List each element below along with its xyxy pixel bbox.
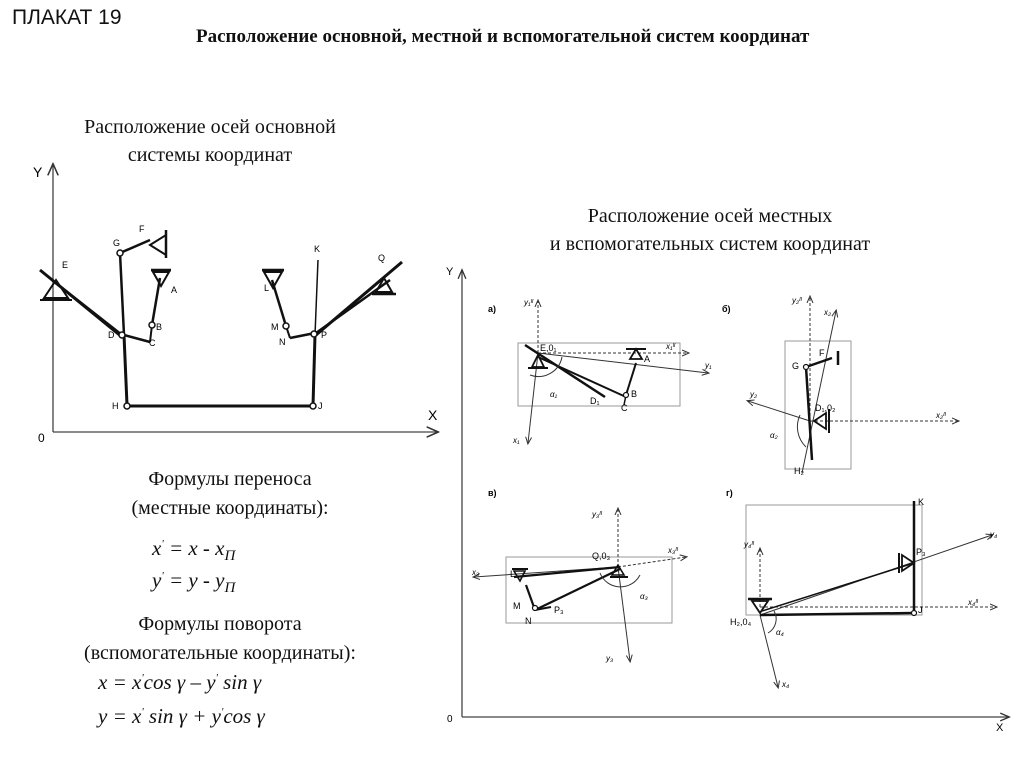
local-heading-line1: Расположение осей местных <box>587 205 833 227</box>
panel-v-m-label: M <box>513 601 521 611</box>
transfer-heading-line2: (местные координаты): <box>131 497 329 519</box>
local-axis-y-label: Y <box>446 266 454 278</box>
point-label-b: B <box>156 322 162 332</box>
panel-g-x4-label: x₄ <box>781 680 789 689</box>
panel-v-x3s-label: x₃ᴵᴵ <box>667 546 678 555</box>
panel-a-alpha-label: α₁ <box>550 390 558 399</box>
panel-v-n-label: N <box>525 616 532 626</box>
point-label-c: C <box>149 338 156 348</box>
panel-g-p3-label: P₃ <box>916 547 926 557</box>
transfer-formula-y: y' = y - yП <box>152 568 236 597</box>
right-mechanism <box>262 259 403 340</box>
panel-g-x4s-label: x₄ᴵᴵ <box>967 598 978 607</box>
panel-a-d1-label: D₁ <box>590 396 600 406</box>
point-label-j: J <box>318 401 323 411</box>
transfer-heading-line1: Формулы переноса <box>148 468 312 490</box>
panel-v-l-label: L <box>510 569 515 579</box>
point-label-g: G <box>113 238 120 248</box>
main-heading-line1: Расположение осей основной <box>84 116 336 138</box>
panel-v-p3-label: P₃ <box>554 605 564 615</box>
point-label-k: K <box>314 244 320 254</box>
panel-b-f-label: F <box>819 348 825 358</box>
panel-b: б) y₂ᴵᴵ x₂ᴵᴵ x₂ y₂ G F D₁,0₂ H₂ α₂ <box>722 296 958 476</box>
panel-a-tag: а) <box>488 304 496 314</box>
panel-g-y4-label: y₄ <box>989 530 997 539</box>
panel-v-y3-label: y₃ <box>605 654 613 663</box>
panel-v-y3s-label: y₃ᴵᴵ <box>591 510 602 519</box>
point-label-n: N <box>279 337 286 347</box>
panel-g-ho-label: H₂,0₄ <box>730 617 751 627</box>
panel-g-tag: г) <box>726 488 733 498</box>
rotation-heading-line2: (вспомогательные координаты): <box>84 642 356 664</box>
point-label-a: A <box>171 285 177 295</box>
main-axis-x-label: X <box>428 407 438 423</box>
panel-a-x1-label: x₁ <box>512 436 520 445</box>
panel-b-y2-label: y₂ <box>749 390 757 399</box>
panel-a-a-label: A <box>644 354 650 364</box>
panel-a-b-label: B <box>631 389 637 399</box>
panel-a-y1s-label: y₁ᴵᴵ <box>523 298 534 307</box>
panel-v-qo-label: Q,0₃ <box>592 551 611 561</box>
transfer-formula-x: x' = x - xП <box>152 536 236 565</box>
panel-g-j-label: J <box>918 605 923 615</box>
panel-v-x3-label: x₃ <box>471 568 479 577</box>
panel-a-c-label: C <box>621 403 628 413</box>
rotation-formulas-heading: Формулы поворота (вспомогательные коорди… <box>20 610 420 668</box>
panel-g-alpha-label: α₄ <box>776 628 784 637</box>
point-label-h: H <box>112 401 119 411</box>
panel-g: г) y₄ᴵᴵ x₄ᴵᴵ x₄ y₄ K P₃ J H₂,0₄ α₄ <box>726 488 997 689</box>
local-axis-x-label: X <box>996 722 1004 734</box>
panel-g-y4s-label: y₄ᴵᴵ <box>743 540 754 549</box>
local-systems-diagram: Y X 0 а) y₁ᴵᴵ x₁ᴵᴵ y₁ x₁ E,0₁ A B C D₁ α… <box>446 266 1024 734</box>
panel-v-tag: в) <box>488 488 497 498</box>
local-heading-line2: и вспомогательных систем координат <box>549 233 871 255</box>
rotation-formula-y: y = x' sin γ + y'cos γ <box>98 704 265 728</box>
page-title: Расположение основной, местной и вспомог… <box>196 26 810 47</box>
panel-b-g-label: G <box>792 361 799 371</box>
rotation-formula-x: x = x'cos γ – y' sin γ <box>98 670 262 694</box>
point-label-l: L <box>264 283 269 293</box>
panel-b-h2-label: H₂ <box>794 466 804 476</box>
transfer-formulas-heading: Формулы переноса (местные координаты): <box>60 465 400 523</box>
panel-a-x1s-label: x₁ᴵᴵ <box>665 342 676 351</box>
panel-b-alpha-label: α₂ <box>770 431 778 440</box>
point-label-p: P <box>321 330 327 340</box>
local-systems-heading: Расположение осей местных и вспомогатель… <box>480 202 940 258</box>
panel-v-alpha-label: α₃ <box>640 592 648 601</box>
main-system-diagram: Y X 0 <box>33 0 460 445</box>
point-label-e: E <box>62 260 68 270</box>
point-label-f: F <box>139 224 145 234</box>
rotation-heading-line1: Формулы поворота <box>138 613 302 635</box>
poster-label: ПЛАКАТ 19 <box>12 6 122 29</box>
panel-a: а) y₁ᴵᴵ x₁ᴵᴵ y₁ x₁ E,0₁ A B C D₁ α₁ <box>488 298 712 445</box>
panel-b-y2s-label: y₂ᴵᴵ <box>791 296 802 305</box>
panel-b-tag: б) <box>722 304 731 314</box>
panel-a-eo-label: E,0₁ <box>540 343 557 353</box>
main-heading-line2: системы координат <box>127 144 293 166</box>
main-system-heading: Расположение осей основной системы коорд… <box>30 113 390 169</box>
point-label-m: M <box>271 322 279 332</box>
point-label-d: D <box>108 330 115 340</box>
panel-a-y1-label: y₁ <box>704 361 712 370</box>
panel-b-x2-label: x₂ <box>823 308 831 317</box>
panel-b-do-label: D₁,0₂ <box>815 403 836 413</box>
main-origin-label: 0 <box>38 431 45 445</box>
local-origin-label: 0 <box>447 714 453 725</box>
panel-g-k-label: K <box>918 497 924 507</box>
main-axis-y-label: Y <box>33 164 43 180</box>
point-label-q: Q <box>378 253 385 263</box>
panel-b-x2s-label: x₂ᴵᴵ <box>935 411 946 420</box>
panel-v: в) y₃ᴵᴵ x₃ᴵᴵ x₃ y₃ Q,0₃ L M N P₃ α₃ <box>471 488 686 663</box>
left-mechanism <box>39 230 317 410</box>
